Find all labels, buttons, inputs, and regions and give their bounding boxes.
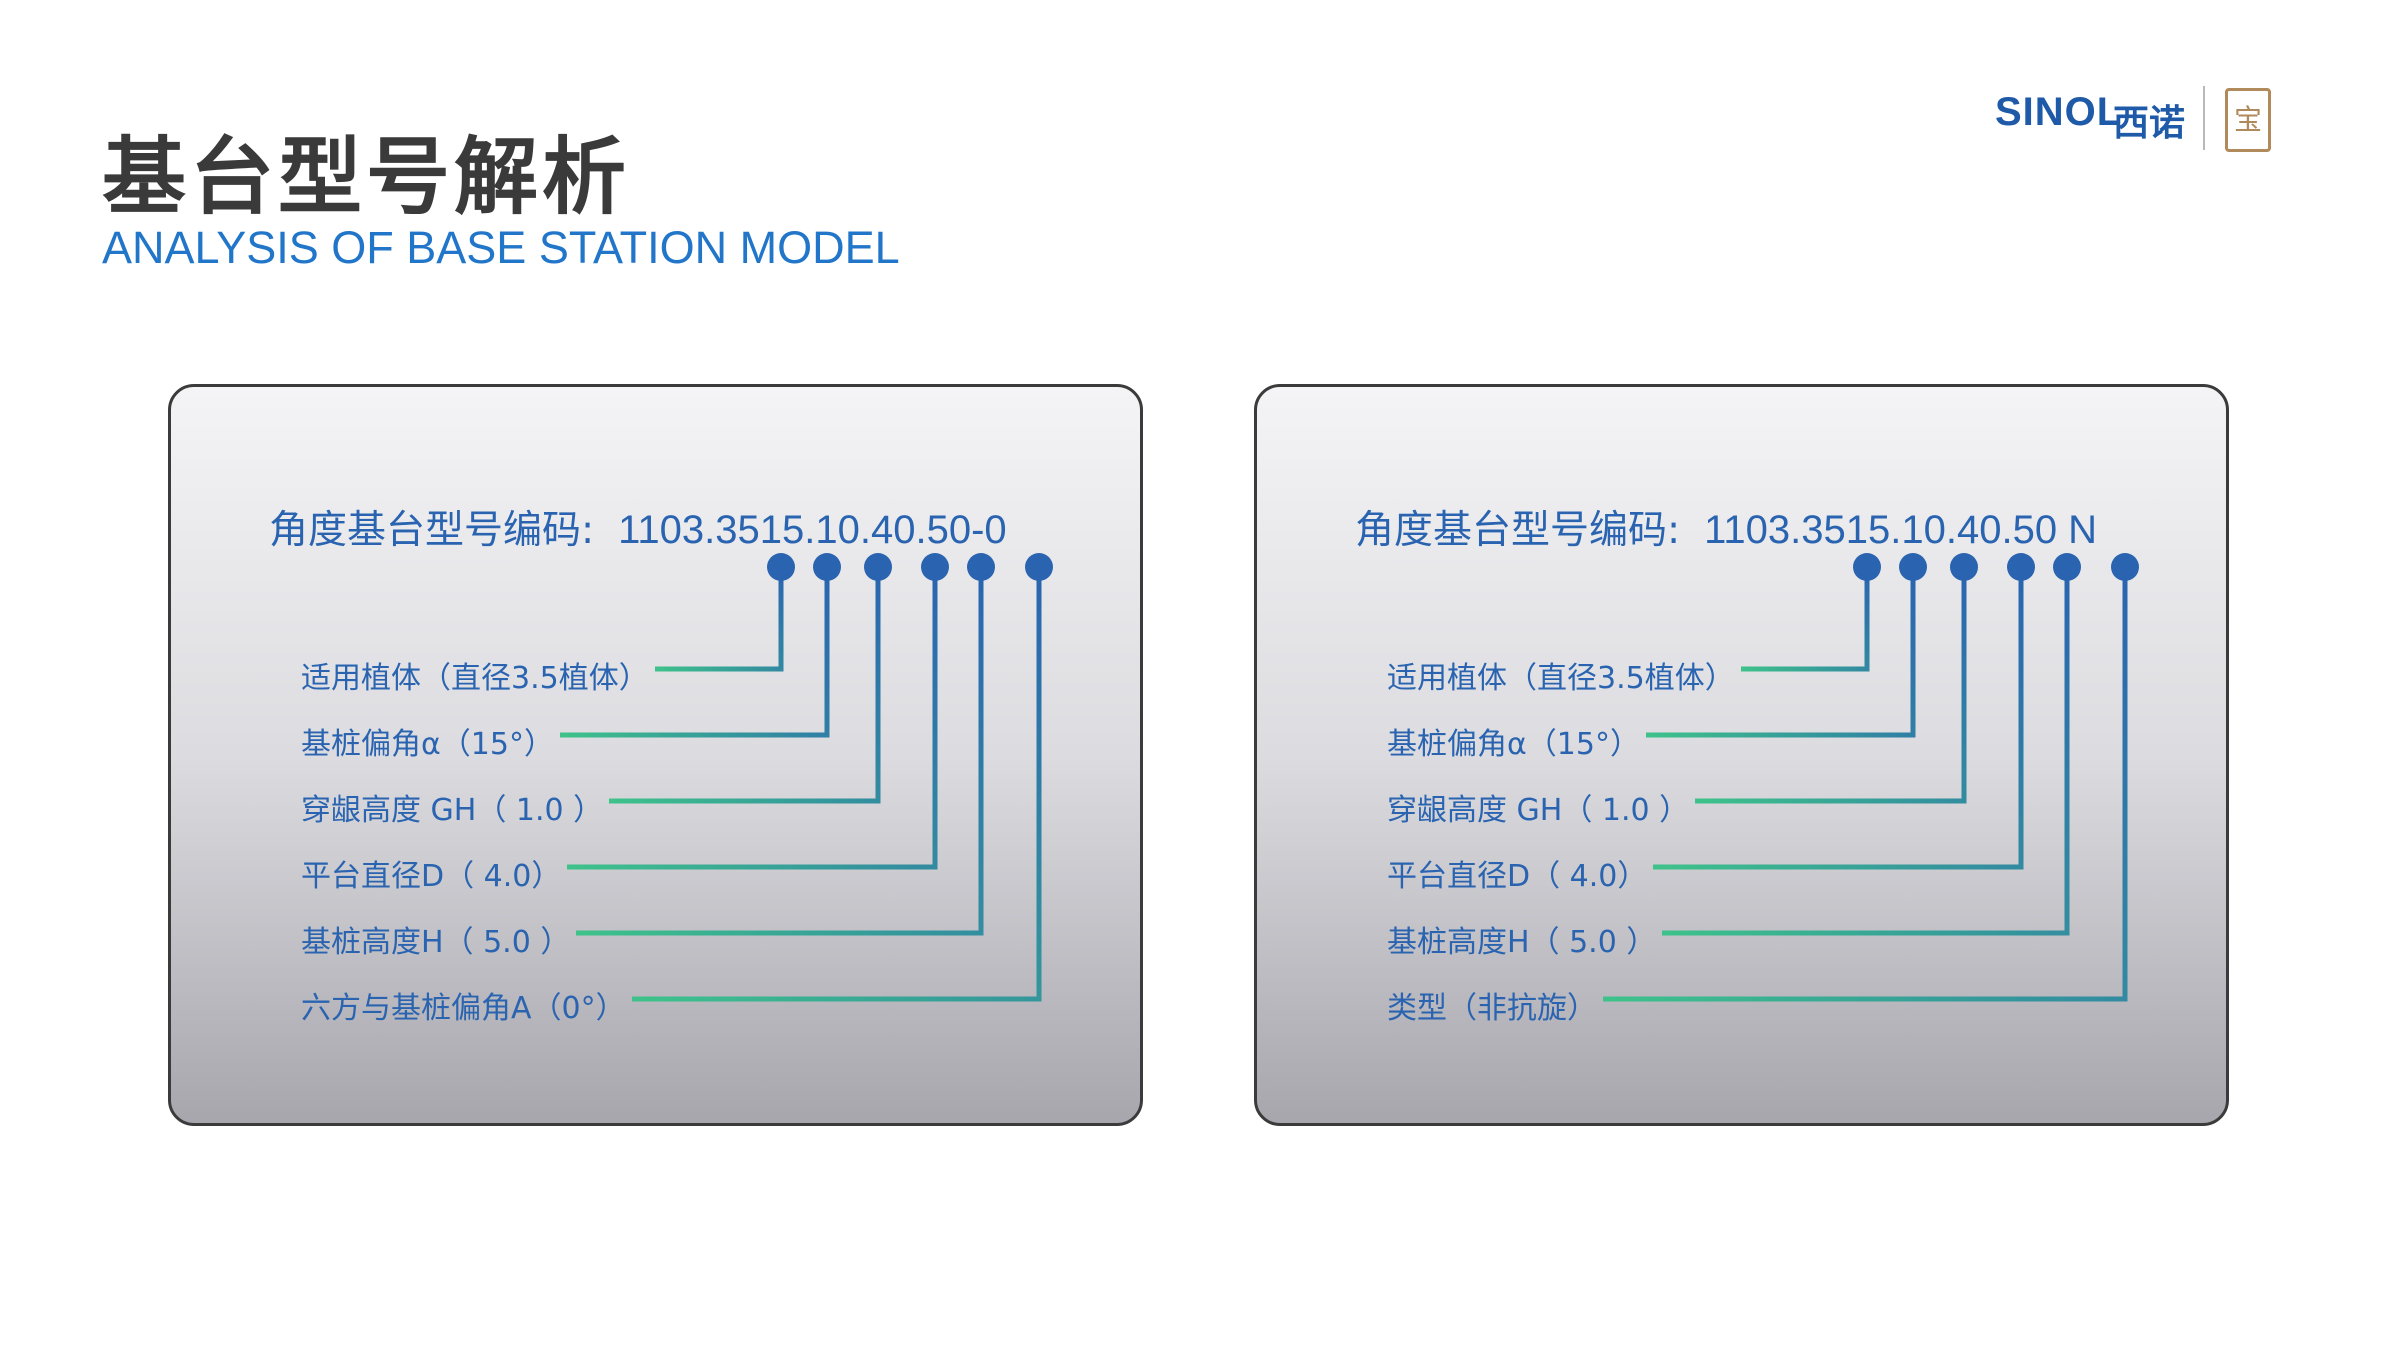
item-label-2: 基桩偏角α（15°） xyxy=(1387,727,1640,762)
connector-line-2 xyxy=(1646,567,1916,738)
connector-line-4 xyxy=(567,567,938,870)
marker-dot-2 xyxy=(1899,553,1927,581)
marker-dot-3 xyxy=(1950,553,1978,581)
seal-icon: 宝 xyxy=(2225,88,2271,152)
connector-line-6 xyxy=(1603,567,2128,1002)
item-label-5: 基桩高度H（ 5.0 ） xyxy=(301,925,571,960)
marker-dot-4 xyxy=(921,553,949,581)
model-panel-left: 角度基台型号编码: 1103.3515.10.40.50-0 适用植体（直径3.5… xyxy=(168,384,1143,1126)
connector-line-5 xyxy=(576,567,984,936)
item-label-2: 基桩偏角α（15°） xyxy=(301,727,554,762)
item-label-1: 适用植体（直径3.5植体） xyxy=(1387,661,1735,696)
item-label-5: 基桩高度H（ 5.0 ） xyxy=(1387,925,1657,960)
marker-dot-6 xyxy=(1025,553,1053,581)
marker-dot-1 xyxy=(1853,553,1881,581)
connector-line-3 xyxy=(1695,567,1967,804)
item-label-3: 穿龈高度 GH（ 1.0 ） xyxy=(1387,793,1690,828)
code-value: 1103.3515.10.40.50-0 xyxy=(618,508,1007,552)
code-label: 角度基台型号编码: xyxy=(269,508,595,553)
marker-dot-2 xyxy=(813,553,841,581)
brand-logo: SINOL 西诺 宝 xyxy=(1995,82,2285,154)
connector-line-3 xyxy=(609,567,881,804)
connector-lines-right xyxy=(1603,553,2139,1002)
marker-dot-6 xyxy=(2111,553,2139,581)
code-line: 角度基台型号编码: 1103.3515.10.40.50-0 xyxy=(269,499,1007,555)
logo-chinese: 西诺 xyxy=(2113,103,2186,144)
connector-line-1 xyxy=(655,567,784,672)
marker-dot-1 xyxy=(767,553,795,581)
code-value: 1103.3515.10.40.50 N xyxy=(1704,508,2098,552)
connector-line-6 xyxy=(632,567,1042,1002)
connector-lines-left xyxy=(560,553,1053,1002)
connector-line-5 xyxy=(1662,567,2070,936)
item-label-6: 类型（非抗旋） xyxy=(1387,991,1597,1026)
connector-line-4 xyxy=(1653,567,2024,870)
marker-dot-3 xyxy=(864,553,892,581)
item-label-4: 平台直径D（ 4.0） xyxy=(1387,859,1648,894)
code-label: 角度基台型号编码: xyxy=(1355,508,1681,553)
page-subtitle: ANALYSIS OF BASE STATION MODEL xyxy=(102,222,900,273)
marker-dot-5 xyxy=(967,553,995,581)
connector-line-2 xyxy=(560,567,830,738)
model-panel-right: 角度基台型号编码: 1103.3515.10.40.50 N 适用植体（直径3.5… xyxy=(1254,384,2229,1126)
connector-line-1 xyxy=(1741,567,1870,672)
marker-dot-5 xyxy=(2053,553,2081,581)
marker-dot-4 xyxy=(2007,553,2035,581)
item-label-6: 六方与基桩偏角A（0°） xyxy=(301,991,626,1026)
item-label-3: 穿龈高度 GH（ 1.0 ） xyxy=(301,793,604,828)
code-line: 角度基台型号编码: 1103.3515.10.40.50 N xyxy=(1355,499,2097,555)
logo-wordmark: SINOL xyxy=(1995,90,2123,134)
item-label-1: 适用植体（直径3.5植体） xyxy=(301,661,649,696)
item-label-4: 平台直径D（ 4.0） xyxy=(301,859,562,894)
page-title: 基台型号解析 xyxy=(102,128,631,226)
logo-divider xyxy=(2203,86,2205,150)
